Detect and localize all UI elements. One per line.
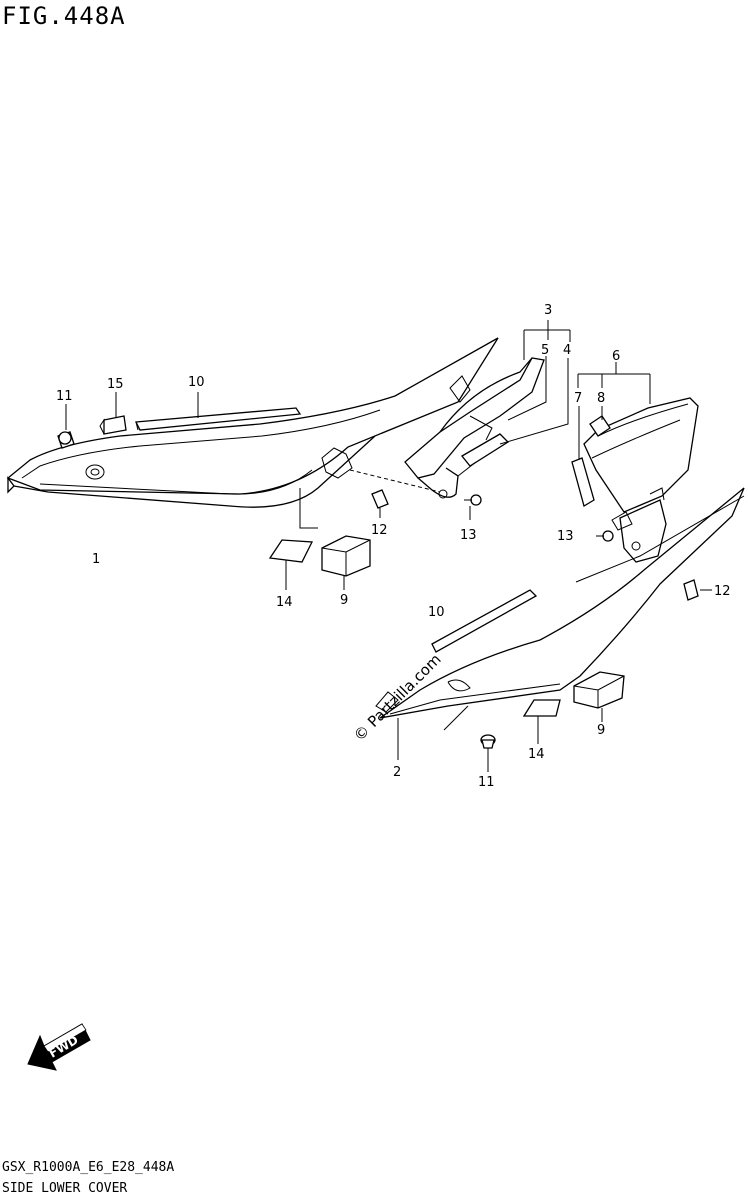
callout-11-left: 11 (56, 389, 73, 404)
callout-10-right: 10 (428, 605, 445, 620)
callout-15: 15 (107, 377, 124, 392)
pad-14-right[interactable] (522, 699, 561, 717)
callout-9-right: 9 (597, 723, 605, 738)
callout-14-right: 14 (528, 747, 545, 762)
clip-left[interactable] (371, 489, 389, 509)
footer-diagram-name: SIDE LOWER COVER (2, 1181, 128, 1196)
callout-7: 7 (574, 391, 582, 406)
callout-12-left: 12 (371, 523, 388, 538)
callout-12-right: 12 (714, 584, 731, 599)
callout-3: 3 (544, 303, 552, 318)
callout-8: 8 (597, 391, 605, 406)
pad-14-left[interactable] (268, 539, 314, 563)
callout-1: 1 (92, 552, 100, 567)
callout-5: 5 (541, 343, 549, 358)
side-cover-upper-right[interactable] (583, 397, 699, 563)
clip-right[interactable] (683, 579, 699, 601)
fwd-arrow-icon: FWD (27, 1023, 91, 1071)
block-9-right[interactable] (573, 671, 625, 709)
footer-diagram-code: GSX_R1000A_E6_E28_448A (2, 1160, 175, 1175)
callout-13-right: 13 (557, 529, 574, 544)
screw-left[interactable] (57, 431, 75, 449)
block-9-left[interactable] (321, 535, 371, 577)
callout-14-left: 14 (276, 595, 293, 610)
figure-title: FIG.448A (2, 2, 126, 30)
callout-11-right: 11 (478, 775, 495, 790)
watermark: © Partzilla.com (350, 650, 445, 745)
strip-left[interactable] (134, 407, 302, 431)
callout-6: 6 (612, 349, 620, 364)
callout-10-left: 10 (188, 375, 205, 390)
cushion-15[interactable] (99, 415, 127, 435)
side-lower-cover-right[interactable] (375, 487, 745, 731)
callout-4: 4 (563, 343, 571, 358)
screw-right[interactable] (480, 734, 496, 749)
leader-lines (65, 320, 712, 772)
callout-9-left: 9 (340, 593, 348, 608)
side-lower-cover-left[interactable] (6, 337, 499, 529)
strip-right[interactable] (431, 589, 538, 653)
bolt-right[interactable] (596, 530, 614, 542)
bolt-left[interactable] (464, 494, 482, 506)
callout-2: 2 (393, 765, 401, 780)
pad-strip[interactable] (571, 457, 595, 507)
callout-13-left: 13 (460, 528, 477, 543)
small-pad[interactable] (589, 415, 611, 437)
